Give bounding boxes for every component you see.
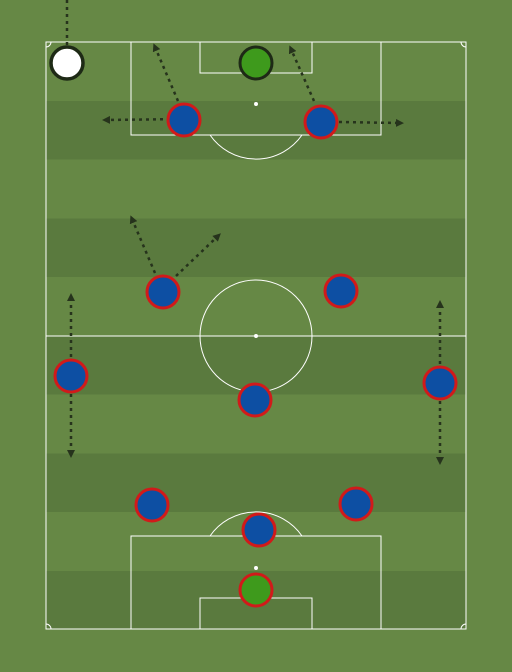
opponent-goalkeeper-token[interactable] — [238, 45, 274, 81]
movement-arrow — [102, 115, 185, 124]
ball-icon[interactable] — [49, 45, 85, 81]
ball-token[interactable] — [49, 45, 85, 81]
player-token-wingback-right[interactable] — [422, 365, 458, 401]
player-token-defender-right[interactable] — [338, 486, 374, 522]
corner-arc-bottom-right — [460, 623, 467, 630]
movement-arrow — [129, 215, 157, 274]
stripe — [46, 453, 466, 512]
home-team — [53, 102, 458, 608]
player-token-forward-left[interactable] — [166, 102, 202, 138]
corner-arc-top-right — [460, 41, 467, 48]
movement-arrows — [65, 0, 444, 465]
player-token-goalkeeper[interactable] — [238, 572, 274, 608]
bottom-penalty-arc — [209, 511, 303, 537]
player-token[interactable] — [238, 45, 274, 81]
player-token-wingback-left[interactable] — [53, 358, 89, 394]
movement-arrow — [175, 233, 221, 277]
movement-arrow — [338, 118, 404, 127]
player-token-forward-right[interactable] — [303, 104, 339, 140]
stripe — [46, 218, 466, 277]
pitch-markings — [45, 41, 467, 630]
bottom-penalty-spot — [254, 566, 258, 570]
stripe — [46, 101, 466, 160]
player-token-midfielder-right[interactable] — [323, 273, 359, 309]
player-token-defender-left[interactable] — [134, 487, 170, 523]
top-penalty-arc — [209, 134, 303, 160]
top-penalty-spot — [254, 102, 258, 106]
player-token-defender-center[interactable] — [241, 512, 277, 548]
movement-arrow — [152, 43, 180, 102]
corner-arc-top-left — [45, 41, 52, 48]
player-token-midfielder-left[interactable] — [145, 274, 181, 310]
player-token-midfielder-holding[interactable] — [237, 382, 273, 418]
corner-arc-bottom-left — [45, 623, 52, 630]
center-spot — [254, 334, 258, 338]
movement-arrow — [288, 45, 316, 102]
